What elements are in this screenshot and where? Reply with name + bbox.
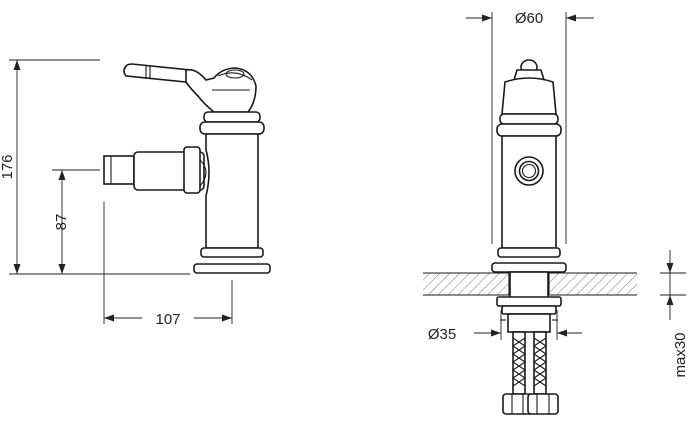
top-knob bbox=[501, 59, 557, 115]
front-dimension-lines bbox=[466, 12, 686, 340]
base-plate bbox=[193, 263, 271, 274]
dim-height-total-label: 176 bbox=[0, 154, 16, 179]
mixer-body bbox=[200, 133, 264, 258]
cartridge-head bbox=[185, 67, 257, 113]
dim-height-spout-label: 87 bbox=[53, 214, 70, 231]
upper-collar bbox=[199, 111, 265, 135]
spout bbox=[103, 146, 207, 194]
mounting-stud bbox=[496, 271, 562, 333]
counter-top bbox=[423, 272, 637, 296]
front-body bbox=[501, 135, 557, 249]
flex-hoses bbox=[502, 331, 559, 415]
dim-reach-label: 107 bbox=[155, 311, 180, 328]
side-view bbox=[103, 63, 271, 274]
front-collar bbox=[499, 113, 559, 125]
dim-body-diameter-label: Ø60 bbox=[515, 10, 543, 27]
spout-outlet bbox=[514, 156, 544, 186]
side-dimension-lines bbox=[9, 59, 233, 324]
lever-handle bbox=[123, 63, 192, 83]
dim-hole-diameter-label: Ø35 bbox=[428, 326, 456, 343]
front-view bbox=[423, 59, 637, 415]
dim-max-deck-label: max30 bbox=[672, 332, 689, 377]
